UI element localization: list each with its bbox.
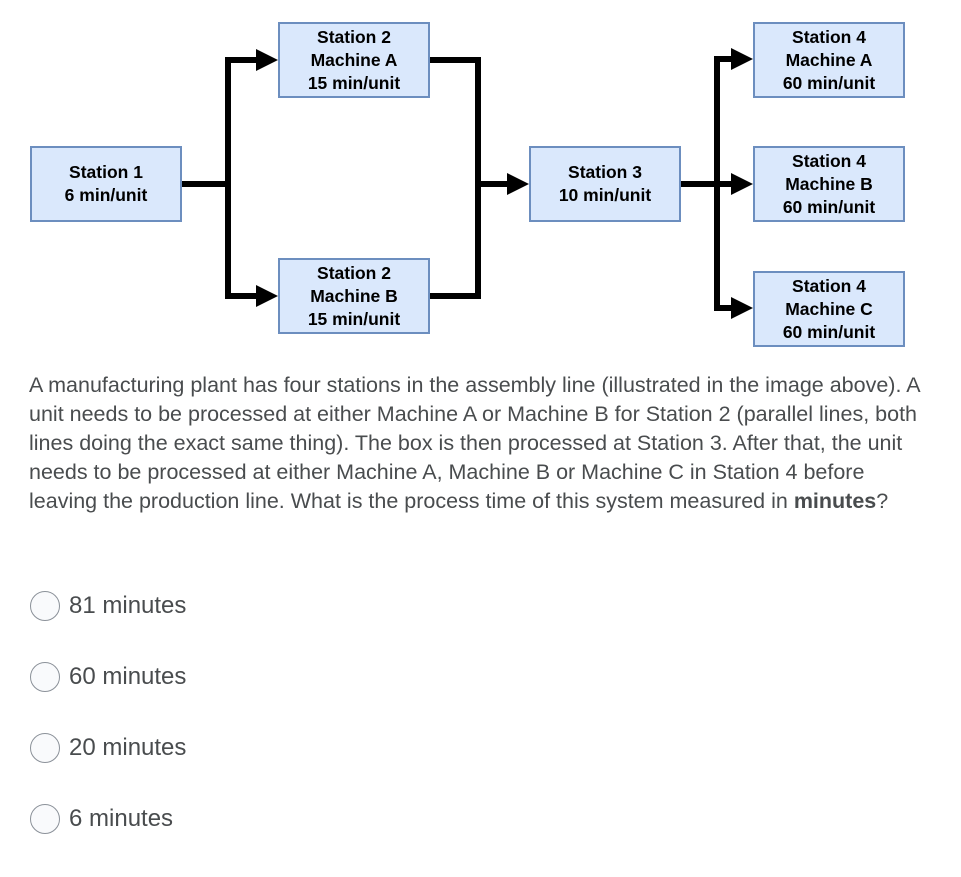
box-label-line: 10 min/unit: [558, 185, 652, 205]
answer-option-6-minutes[interactable]: 6 minutes: [30, 803, 173, 835]
connector-line: [714, 56, 732, 62]
connector-line: [182, 181, 231, 187]
answer-option-20-minutes[interactable]: 20 minutes: [30, 732, 186, 764]
connector-line: [681, 181, 732, 187]
box-label-line: Station 2: [317, 26, 391, 47]
box-label-line: Machine A: [310, 49, 398, 70]
box-label-line: 60 min/unit: [782, 72, 876, 93]
question-text: A manufacturing plant has four stations …: [29, 371, 935, 516]
radio-button[interactable]: [30, 591, 60, 621]
question-text-body: A manufacturing plant has four stations …: [29, 373, 920, 513]
connector-line: [714, 56, 720, 311]
box-label-line: Machine B: [785, 173, 873, 194]
box-label-line: 60 min/unit: [782, 196, 876, 217]
connector-line: [475, 57, 481, 299]
station-4-machine-b-box: Station 4 Machine B 60 min/unit: [753, 146, 905, 222]
box-label-line: Station 4: [792, 275, 866, 296]
box-label-line: Machine A: [785, 49, 873, 70]
connector-line: [225, 293, 258, 299]
assembly-line-diagram: Station 1 6 min/unit Station 2 Machine A…: [0, 0, 961, 360]
radio-label[interactable]: 81 minutes: [69, 592, 187, 619]
radio-button[interactable]: [30, 733, 60, 763]
station-3-box: Station 3 10 min/unit: [529, 146, 681, 222]
connector-line: [430, 293, 481, 299]
radio-label[interactable]: 60 minutes: [69, 663, 187, 690]
arrow-right-icon: [256, 285, 278, 307]
answer-option-81-minutes[interactable]: 81 minutes: [30, 590, 186, 622]
connector-line: [430, 57, 481, 63]
question-text-suffix: ?: [876, 489, 889, 513]
box-label-line: Station 2: [317, 262, 391, 283]
arrow-right-icon: [731, 48, 753, 70]
arrow-right-icon: [507, 173, 529, 195]
connector-line: [475, 181, 508, 187]
box-label-line: Machine C: [785, 298, 873, 319]
station-2-machine-a-box: Station 2 Machine A 15 min/unit: [278, 22, 430, 98]
connector-line: [714, 305, 732, 311]
connector-line: [225, 57, 258, 63]
box-label-line: Station 4: [792, 26, 866, 47]
station-4-machine-c-box: Station 4 Machine C 60 min/unit: [753, 271, 905, 347]
answer-option-60-minutes[interactable]: 60 minutes: [30, 661, 186, 693]
box-label-line: Station 1: [69, 162, 143, 182]
station-2-machine-b-box: Station 2 Machine B 15 min/unit: [278, 258, 430, 334]
station-1-box: Station 1 6 min/unit: [30, 146, 182, 222]
radio-button[interactable]: [30, 662, 60, 692]
question-bold-word: minutes: [793, 489, 877, 513]
arrow-right-icon: [731, 297, 753, 319]
box-label-line: Station 3: [568, 162, 642, 182]
radio-button[interactable]: [30, 804, 60, 834]
box-label-line: 15 min/unit: [307, 308, 401, 329]
box-label-line: Machine B: [310, 285, 398, 306]
box-label-line: Station 4: [792, 150, 866, 171]
station-4-machine-a-box: Station 4 Machine A 60 min/unit: [753, 22, 905, 98]
connector-line: [225, 57, 231, 299]
box-label-line: 6 min/unit: [64, 185, 148, 205]
box-label-line: 15 min/unit: [307, 72, 401, 93]
arrow-right-icon: [731, 173, 753, 195]
radio-label[interactable]: 6 minutes: [69, 805, 174, 832]
radio-label[interactable]: 20 minutes: [69, 734, 187, 761]
arrow-right-icon: [256, 49, 278, 71]
box-label-line: 60 min/unit: [782, 321, 876, 342]
